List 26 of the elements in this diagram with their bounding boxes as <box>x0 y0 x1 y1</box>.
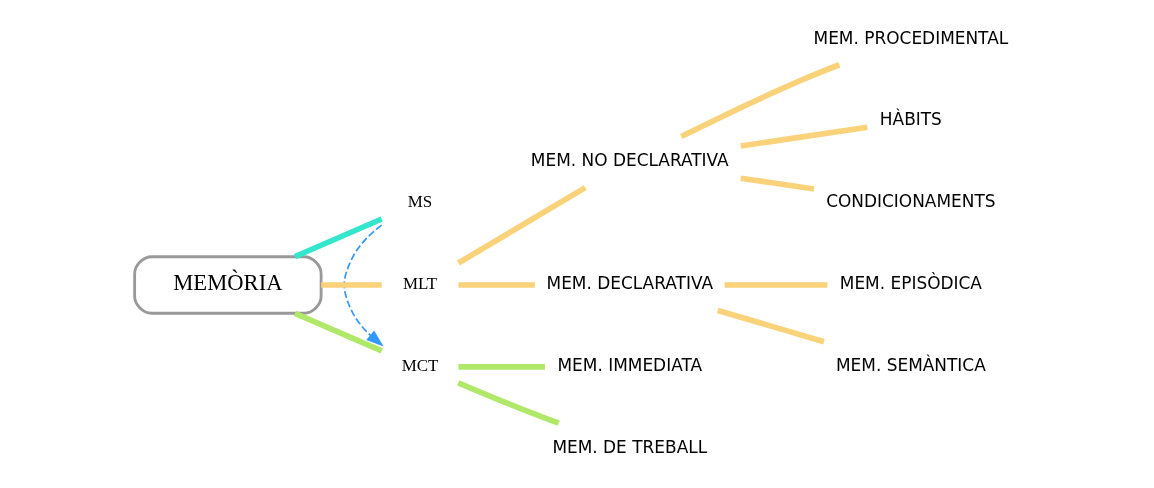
node-text: MEM. SEMÀNTICA <box>835 355 986 376</box>
node-text: MEM. DE TREBALL <box>551 437 707 458</box>
node-text: MLT <box>402 274 437 294</box>
node-text: HÀBITS <box>879 109 942 130</box>
connector <box>320 282 382 288</box>
connector <box>739 124 868 149</box>
connector <box>293 310 383 354</box>
connector <box>679 62 840 140</box>
connector <box>456 185 587 266</box>
node-text: MEM. IMMEDIATA <box>556 355 702 376</box>
connector <box>456 380 560 426</box>
connector <box>739 175 814 192</box>
connector <box>724 282 827 288</box>
node-text: MEM. EPISÒDICA <box>839 273 982 294</box>
connector <box>457 282 535 288</box>
node-text: MEM. NO DECLARATIVA <box>530 150 729 171</box>
node-text: MEM. PROCEDIMENTAL <box>813 27 1008 48</box>
node-text: CONDICIONAMENTS <box>825 191 996 212</box>
node-box: MEMÒRIA <box>132 255 323 315</box>
arrow <box>342 224 384 347</box>
node-text: MS <box>407 192 432 212</box>
connector <box>293 216 383 260</box>
connector <box>457 364 545 370</box>
connector <box>716 307 825 345</box>
node-text: MCT <box>401 356 438 376</box>
node-text: MEM. DECLARATIVA <box>546 273 713 294</box>
